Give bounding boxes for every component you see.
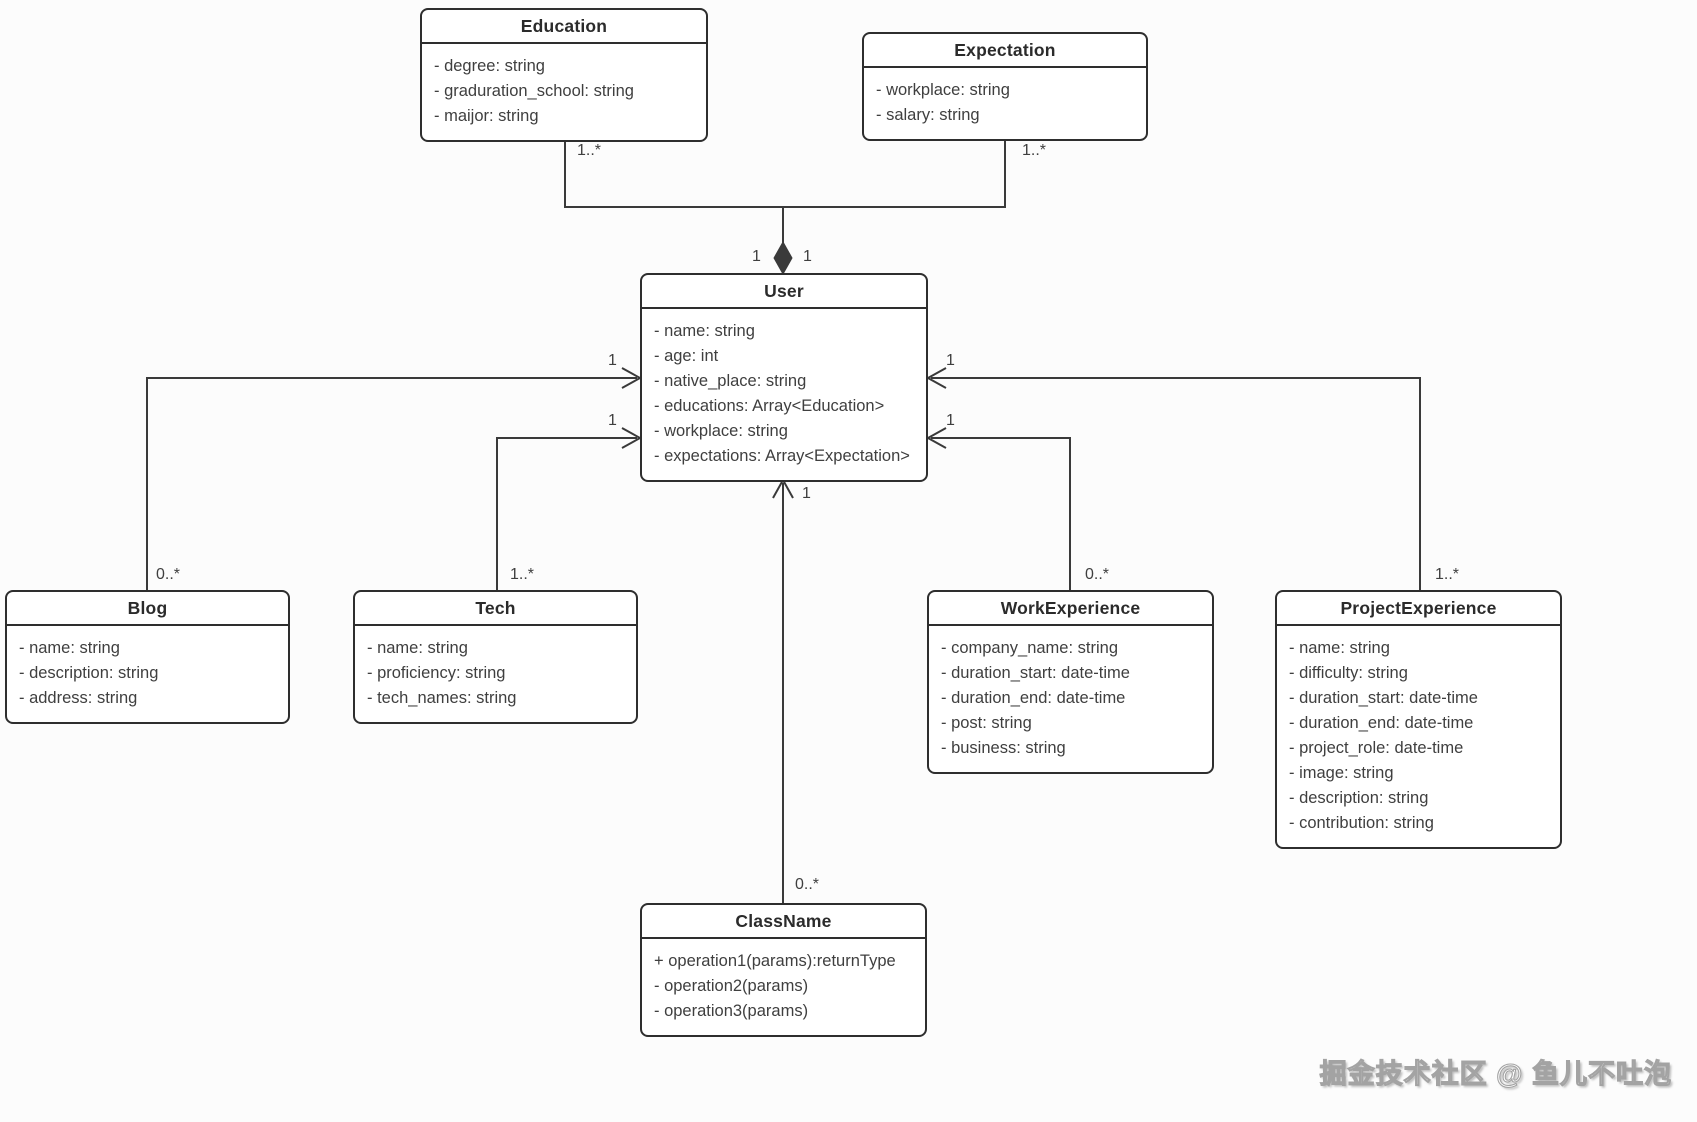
- class-attribute: - workplace: string: [876, 81, 1010, 99]
- class-attribute: - description: string: [19, 664, 159, 682]
- class-box-blog: Blog - name: string - description: string…: [5, 590, 290, 724]
- multiplicity-label-project-experience: 1..*: [1435, 566, 1460, 583]
- class-attribute: - description: string: [1289, 789, 1429, 807]
- class-attributes: - company_name: string - duration_start: …: [929, 626, 1212, 772]
- class-attributes: + operation1(params):returnType - operati…: [642, 939, 925, 1035]
- multiplicity-label-diamond-right: 1: [803, 248, 812, 265]
- class-attribute: - image: string: [1289, 764, 1394, 782]
- class-box-project-experience: ProjectExperience - name: string - diffic…: [1275, 590, 1562, 849]
- multiplicity-label-user-blog-end: 1: [608, 352, 617, 369]
- class-attribute: - contribution: string: [1289, 814, 1434, 832]
- class-box-work-experience: WorkExperience - company_name: string - d…: [927, 590, 1214, 774]
- class-attribute: - address: string: [19, 689, 138, 707]
- multiplicity-label-user-work-end: 1: [946, 412, 955, 429]
- multiplicity-label-user-classname-end: 1: [802, 485, 811, 502]
- class-title: ProjectExperience: [1277, 592, 1560, 626]
- class-attribute: - duration_start: date-time: [941, 664, 1130, 682]
- multiplicity-label-diamond-left: 1: [752, 248, 761, 265]
- class-box-education: Education - degree: string - graduration_…: [420, 8, 708, 142]
- class-attribute: - expectations: Array<Expectation>: [654, 447, 910, 465]
- class-title: Expectation: [864, 34, 1146, 68]
- class-attribute: - name: string: [1289, 639, 1390, 657]
- class-title: WorkExperience: [929, 592, 1212, 626]
- multiplicity-label-expectation: 1..*: [1022, 142, 1047, 159]
- class-attribute: - business: string: [941, 739, 1066, 757]
- class-attributes: - name: string - age: int - native_place: …: [642, 309, 926, 480]
- class-attribute: - tech_names: string: [367, 689, 517, 707]
- multiplicity-label-user-tech-end: 1: [608, 412, 617, 429]
- class-attributes: - degree: string - graduration_school: st…: [422, 44, 706, 140]
- class-attribute: - educations: Array<Education>: [654, 397, 885, 415]
- class-attribute: - duration_end: date-time: [941, 689, 1126, 707]
- multiplicity-label-education: 1..*: [577, 142, 602, 159]
- multiplicity-label-classname: 0..*: [795, 876, 820, 893]
- class-box-classname: ClassName + operation1(params):returnTyp…: [640, 903, 927, 1037]
- class-attribute: - workplace: string: [654, 422, 788, 440]
- class-title: Tech: [355, 592, 636, 626]
- class-attribute: - name: string: [654, 322, 755, 340]
- class-box-user: User - name: string - age: int - native_pl…: [640, 273, 928, 482]
- class-attributes: - workplace: string - salary: string: [864, 68, 1146, 139]
- class-attribute: - proficiency: string: [367, 664, 506, 682]
- class-attribute: - project_role: date-time: [1289, 739, 1464, 757]
- class-attribute: - company_name: string: [941, 639, 1118, 657]
- class-attribute: - maijor: string: [434, 107, 539, 125]
- class-attribute: - operation2(params): [654, 977, 809, 995]
- multiplicity-label-user-project-end: 1: [946, 352, 955, 369]
- class-attribute: - salary: string: [876, 106, 980, 124]
- class-attribute: - name: string: [19, 639, 120, 657]
- class-attribute: - graduration_school: string: [434, 82, 634, 100]
- class-attribute: - duration_start: date-time: [1289, 689, 1478, 707]
- class-attribute: - name: string: [367, 639, 468, 657]
- class-attribute: - age: int: [654, 347, 719, 365]
- class-attribute: - duration_end: date-time: [1289, 714, 1474, 732]
- watermark-text: 掘金技术社区 @ 鱼儿不吐泡: [1319, 1058, 1672, 1089]
- class-box-tech: Tech - name: string - proficiency: string…: [353, 590, 638, 724]
- class-attributes: - name: string - description: string - add…: [7, 626, 288, 722]
- class-title: ClassName: [642, 905, 925, 939]
- class-attribute: - degree: string: [434, 57, 545, 75]
- class-attribute: - difficulty: string: [1289, 664, 1408, 682]
- class-title: Blog: [7, 592, 288, 626]
- class-attribute: - operation3(params): [654, 1002, 809, 1020]
- class-title: User: [642, 275, 926, 309]
- class-box-expectation: Expectation - workplace: string - salary:…: [862, 32, 1148, 141]
- class-attribute: - post: string: [941, 714, 1032, 732]
- multiplicity-label-work-experience: 0..*: [1085, 566, 1110, 583]
- multiplicity-label-blog: 0..*: [156, 566, 181, 583]
- class-attributes: - name: string - proficiency: string - tec…: [355, 626, 636, 722]
- class-attribute: - native_place: string: [654, 372, 807, 390]
- class-title: Education: [422, 10, 706, 44]
- class-attributes: - name: string - difficulty: string - dura…: [1277, 626, 1560, 847]
- multiplicity-label-tech: 1..*: [510, 566, 535, 583]
- class-attribute: + operation1(params):returnType: [654, 952, 896, 970]
